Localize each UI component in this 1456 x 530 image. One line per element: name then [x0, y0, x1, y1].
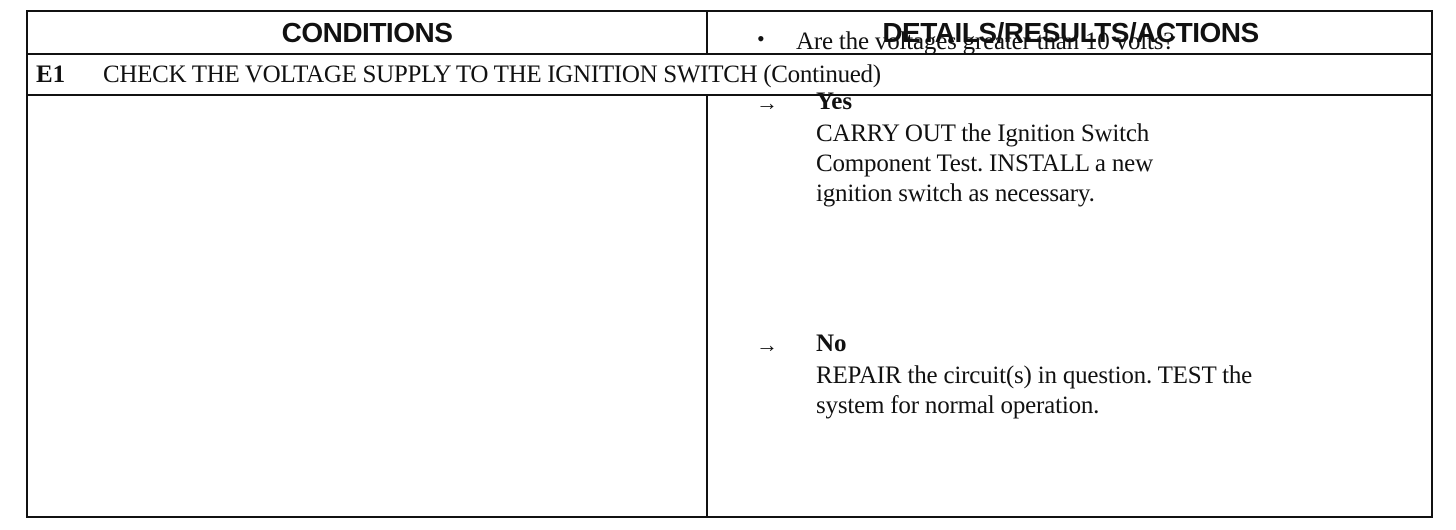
diagnostic-table: CONDITIONS DETAILS/RESULTS/ACTIONS E1 CH… [26, 10, 1433, 518]
step-code: E1 [36, 61, 66, 88]
header-column-divider [706, 12, 708, 53]
step-title: CHECK THE VOLTAGE SUPPLY TO THE IGNITION… [103, 61, 881, 88]
no-label: No [816, 330, 847, 357]
yes-action-line: Component Test. INSTALL a new [816, 150, 1153, 177]
no-action-line: REPAIR the circuit(s) in question. TEST … [816, 362, 1253, 389]
yes-action-line: ignition switch as necessary. [816, 180, 1095, 207]
question-text: Are the voltages greater than 10 volts? [796, 28, 1175, 55]
step-body-row [28, 96, 1431, 516]
yes-arrow-icon: → [756, 90, 778, 115]
body-column-divider [706, 96, 708, 516]
yes-action-text: CARRY OUT the Ignition Switch Component … [816, 119, 1276, 209]
table-header-row: CONDITIONS DETAILS/RESULTS/ACTIONS [28, 12, 1431, 55]
details-header: DETAILS/RESULTS/ACTIONS [882, 16, 1259, 48]
no-action-text: REPAIR the circuit(s) in question. TEST … [816, 361, 1396, 421]
conditions-header: CONDITIONS [281, 16, 453, 48]
yes-label: Yes [816, 88, 853, 115]
yes-action-line: CARRY OUT the Ignition Switch [816, 120, 1150, 147]
no-action-line: system for normal operation. [816, 392, 1100, 419]
step-title-row: E1 CHECK THE VOLTAGE SUPPLY TO THE IGNIT… [28, 55, 1431, 96]
question-bullet: • [757, 26, 765, 51]
no-arrow-icon: → [756, 332, 778, 357]
